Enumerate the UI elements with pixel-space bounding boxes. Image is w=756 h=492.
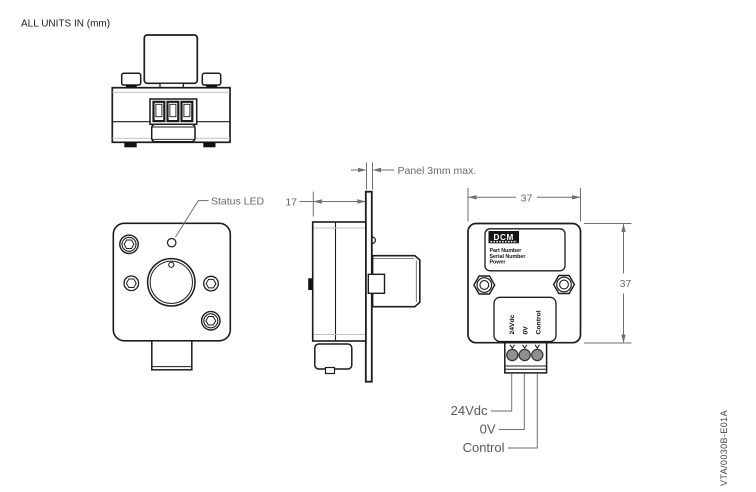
arrowhead (621, 223, 626, 232)
hex-socket (123, 239, 135, 250)
arrowhead (572, 195, 581, 200)
nut-ring (556, 276, 572, 293)
height-dim: 37 (620, 278, 632, 290)
screw-cap-right (201, 72, 222, 86)
wire-label-24vdc: 24Vdc (451, 403, 488, 418)
screw-ring (203, 275, 219, 292)
knob-pointer-dot (168, 261, 175, 268)
front-face (112, 222, 232, 342)
terminal-screw-3 (531, 348, 544, 362)
terminal-slot (166, 100, 180, 123)
foot-left (124, 142, 137, 148)
side-view: Panel 3mm max. 17 (285, 162, 477, 383)
arrowhead (621, 334, 626, 343)
clamp-mark (522, 344, 528, 350)
arrowhead (468, 195, 477, 200)
latch-tab (308, 278, 313, 290)
knob-outer (146, 257, 196, 307)
screw-ring (200, 310, 221, 331)
panel-label: Panel 3mm max. (398, 165, 477, 177)
arrowhead (372, 167, 381, 173)
screw-ring (203, 313, 219, 329)
clamp-mark (534, 344, 540, 350)
screw-ring (119, 234, 139, 255)
wire-leader-0v (499, 373, 525, 430)
hex-socket (205, 316, 217, 326)
depth-dim: 17 (285, 196, 297, 208)
brand-logo: DCM (493, 233, 513, 242)
hex-nut-left (473, 275, 496, 295)
status-led-label: Status LED (211, 195, 265, 207)
nut-ring (476, 277, 493, 293)
wire-leader-control (508, 373, 538, 449)
back-view: 37 37 DCM Part Number Serial Number Powe… (467, 188, 632, 374)
terminal-label-0v: 0V (522, 326, 529, 335)
terminal-slot-inner (183, 103, 191, 118)
terminal-slots (152, 100, 194, 123)
wire-leader-24vdc (491, 373, 513, 412)
arrowhead (313, 199, 322, 204)
status-led-leader (175, 200, 209, 238)
doc-number: VTA/0030B-E01A (719, 410, 729, 486)
units-note: ALL UNITS IN (mm) (21, 19, 110, 30)
screw-top-left (119, 234, 139, 255)
plate-line-2: Serial Number (490, 254, 526, 260)
screw-bottom-right (200, 310, 221, 331)
terminal-slot (180, 100, 194, 123)
side-connector-notch (324, 366, 336, 375)
terminal-label-control: Control (536, 310, 543, 334)
hex-socket (125, 278, 137, 289)
front-view: Status LED (112, 195, 265, 371)
terminal-slot-inner (155, 103, 163, 118)
screw-mid-right (203, 275, 219, 292)
wire-label-control: Control (463, 440, 505, 455)
hex-nut-right (552, 274, 576, 295)
arrowhead (358, 167, 367, 173)
terminal-slot-inner (169, 103, 177, 118)
status-led (166, 237, 177, 248)
knob-inner (149, 260, 194, 304)
arrowhead (357, 199, 366, 204)
screw-ring (121, 236, 137, 252)
screw-base-right (206, 85, 217, 89)
wiring-callouts: 24Vdc 0V Control (451, 373, 538, 455)
side-connector (314, 343, 353, 370)
plate-line-3: Power (490, 260, 506, 266)
screw-cap-left (120, 72, 142, 86)
screw-mid-left (123, 275, 140, 292)
hex-socket (205, 278, 217, 289)
terminal-screw-1 (506, 348, 519, 362)
screw-base-left (126, 85, 137, 89)
top-view (111, 34, 231, 148)
body-side (311, 221, 367, 342)
terminal-screw-2 (518, 348, 531, 362)
brand-logo-box (488, 231, 519, 244)
clamp-mark (509, 344, 515, 350)
knob-top (143, 34, 199, 85)
knob-bush (367, 273, 386, 294)
wire-label-0v: 0V (480, 422, 496, 437)
nut-ring (479, 280, 490, 290)
terminal-lower (150, 123, 196, 143)
terminal-label-24vdc: 24Vdc (509, 314, 516, 334)
plate-line-1: Part Number (490, 248, 522, 254)
terminal-label-area (493, 296, 557, 343)
width-dim: 37 (521, 192, 533, 204)
foot-right (203, 142, 216, 148)
nut-ring (559, 279, 569, 290)
terminal-slot (152, 100, 166, 123)
screw-ring (123, 275, 140, 292)
front-connector (151, 340, 193, 371)
